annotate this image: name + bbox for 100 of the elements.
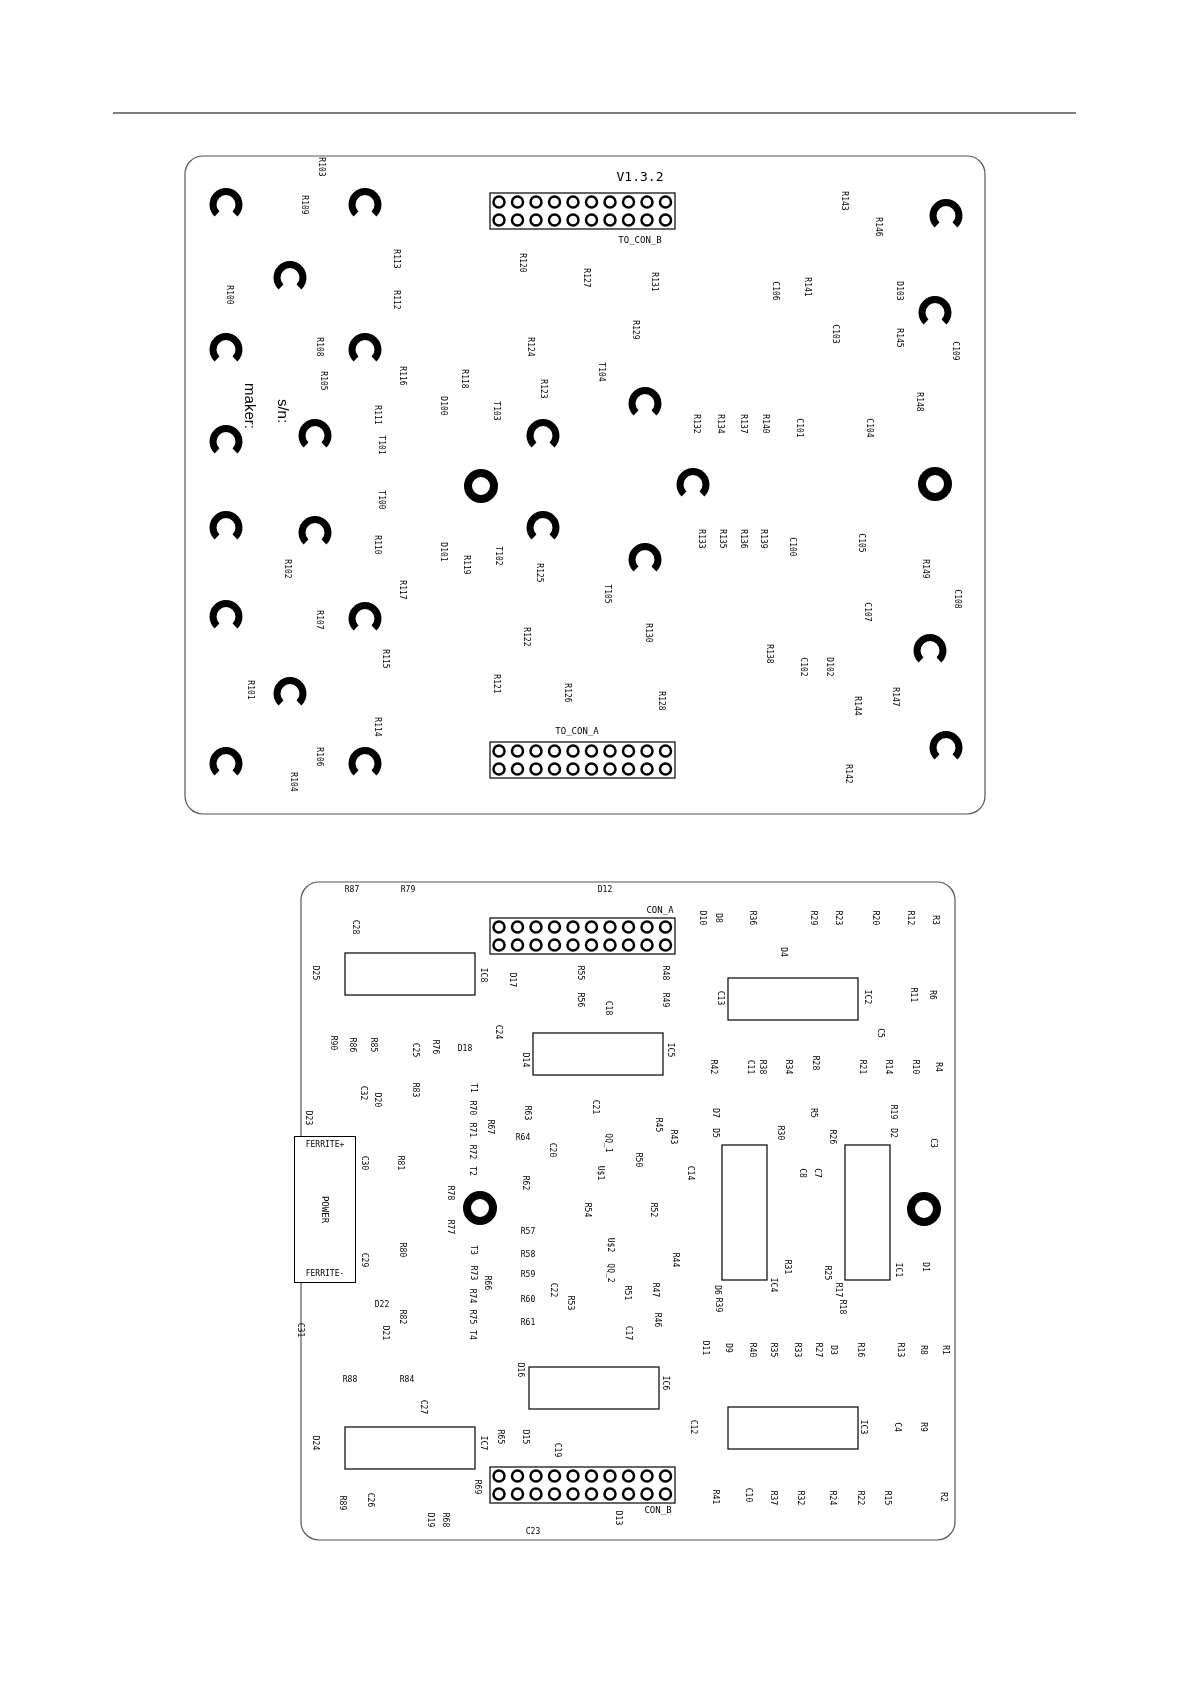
component-designator: R43 bbox=[669, 1129, 677, 1145]
component-designator: R49 bbox=[661, 992, 669, 1008]
component-designator: R2 bbox=[939, 1492, 947, 1502]
component-designator: D3 bbox=[829, 1345, 837, 1355]
component-designator: R81 bbox=[396, 1155, 404, 1171]
component-designator: C104 bbox=[865, 418, 873, 438]
component-designator: R139 bbox=[759, 529, 767, 549]
component-designator: R141 bbox=[803, 277, 811, 297]
component-designator: C102 bbox=[799, 657, 807, 677]
component-designator: R27 bbox=[814, 1342, 822, 1358]
component-designator: R145 bbox=[895, 328, 903, 348]
component-designator: D25 bbox=[311, 965, 319, 981]
component-designator: U$1 bbox=[596, 1165, 604, 1181]
component-designator: R20 bbox=[871, 910, 879, 926]
component-designator: T103 bbox=[492, 401, 500, 421]
component-designator: R127 bbox=[582, 268, 590, 288]
component-designator: R124 bbox=[526, 337, 534, 357]
component-designator: C14 bbox=[686, 1165, 694, 1181]
component-designator: D4 bbox=[779, 947, 787, 957]
component-designator: R17 bbox=[834, 1282, 842, 1298]
component-designator: D2 bbox=[889, 1128, 897, 1138]
component-designator: R33 bbox=[793, 1342, 801, 1358]
component-designator: R16 bbox=[856, 1342, 864, 1358]
component-designator: R25 bbox=[823, 1265, 831, 1281]
component-designator: D20 bbox=[373, 1092, 381, 1108]
component-designator: D9 bbox=[724, 1343, 732, 1353]
component-designator: R21 bbox=[858, 1059, 866, 1075]
component-designator: R53 bbox=[566, 1295, 574, 1311]
component-designator: R117 bbox=[398, 580, 406, 600]
component-designator: R41 bbox=[711, 1489, 719, 1505]
component-designator: R125 bbox=[535, 563, 543, 583]
component-designator: C17 bbox=[624, 1325, 632, 1341]
component-designator: R34 bbox=[784, 1059, 792, 1075]
component-designator: R120 bbox=[518, 253, 526, 273]
connector-label: CON_B bbox=[644, 1505, 672, 1515]
component-designator: D100 bbox=[439, 396, 447, 416]
component-designator: R105 bbox=[319, 371, 327, 391]
component-designator: R110 bbox=[373, 535, 381, 555]
component-designator: C103 bbox=[831, 324, 839, 344]
component-designator: R80 bbox=[398, 1242, 406, 1258]
component-designator: R61 bbox=[520, 1319, 536, 1327]
component-designator: C32 bbox=[359, 1085, 367, 1101]
component-designator: T102 bbox=[494, 546, 502, 566]
component-designator: R31 bbox=[783, 1259, 791, 1275]
component-designator: R147 bbox=[891, 687, 899, 707]
component-designator: C21 bbox=[591, 1099, 599, 1115]
component-designator: C101 bbox=[795, 418, 803, 438]
component-designator: D101 bbox=[439, 542, 447, 562]
component-designator: R35 bbox=[769, 1342, 777, 1358]
component-designator: R138 bbox=[765, 644, 773, 664]
component-designator: C22 bbox=[549, 1282, 557, 1298]
component-designator: R101 bbox=[246, 680, 254, 700]
component-designator: R116 bbox=[398, 366, 406, 386]
component-designator: C105 bbox=[857, 533, 865, 553]
component-designator: R86 bbox=[348, 1037, 356, 1053]
component-designator: R135 bbox=[718, 529, 726, 549]
component-designator: D21 bbox=[381, 1325, 389, 1341]
component-designator: R48 bbox=[661, 965, 669, 981]
component-designator: R13 bbox=[896, 1342, 904, 1358]
component-designator: C107 bbox=[863, 602, 871, 622]
component-designator: T105 bbox=[603, 584, 611, 604]
component-designator: T4 bbox=[468, 1330, 476, 1340]
component-designator: IC2 bbox=[863, 989, 871, 1005]
component-designator: C28 bbox=[351, 919, 359, 935]
component-designator: R73 bbox=[469, 1265, 477, 1281]
component-designator: C26 bbox=[366, 1492, 374, 1508]
component-designator: C108 bbox=[953, 589, 961, 609]
component-designator: C24 bbox=[494, 1024, 502, 1040]
component-designator: R44 bbox=[671, 1252, 679, 1268]
component-designator: R115 bbox=[381, 649, 389, 669]
component-designator: R51 bbox=[623, 1285, 631, 1301]
component-designator: R149 bbox=[921, 559, 929, 579]
component-designator: R108 bbox=[315, 337, 323, 357]
component-designator: R66 bbox=[483, 1275, 491, 1291]
component-designator: D14 bbox=[521, 1052, 529, 1068]
component-designator: R22 bbox=[856, 1490, 864, 1506]
component-designator: R32 bbox=[796, 1490, 804, 1506]
component-designator: D16 bbox=[516, 1362, 524, 1378]
component-designator: R67 bbox=[486, 1119, 494, 1135]
component-designator: R47 bbox=[651, 1282, 659, 1298]
connector-label: CON_A bbox=[646, 905, 674, 915]
component-designator: IC5 bbox=[666, 1042, 674, 1058]
component-designator: R68 bbox=[441, 1512, 449, 1528]
component-designator: R126 bbox=[563, 683, 571, 703]
component-designator: R29 bbox=[809, 910, 817, 926]
component-designator: D103 bbox=[895, 281, 903, 301]
component-designator: U$2 bbox=[606, 1237, 614, 1253]
component-designator: R52 bbox=[649, 1202, 657, 1218]
version-label: V1.3.2 bbox=[616, 169, 664, 183]
component-designator: C8 bbox=[798, 1168, 806, 1178]
component-designator: IC6 bbox=[661, 1375, 669, 1391]
component-designator: R55 bbox=[576, 965, 584, 981]
component-designator: R12 bbox=[906, 910, 914, 926]
component-designator: R119 bbox=[462, 555, 470, 575]
component-designator: R77 bbox=[446, 1219, 454, 1235]
component-designator: R65 bbox=[496, 1429, 504, 1445]
component-designator: R109 bbox=[300, 195, 308, 215]
component-designator: R9 bbox=[919, 1422, 927, 1432]
component-designator: C19 bbox=[553, 1442, 561, 1458]
component-designator: R72 bbox=[468, 1144, 476, 1160]
